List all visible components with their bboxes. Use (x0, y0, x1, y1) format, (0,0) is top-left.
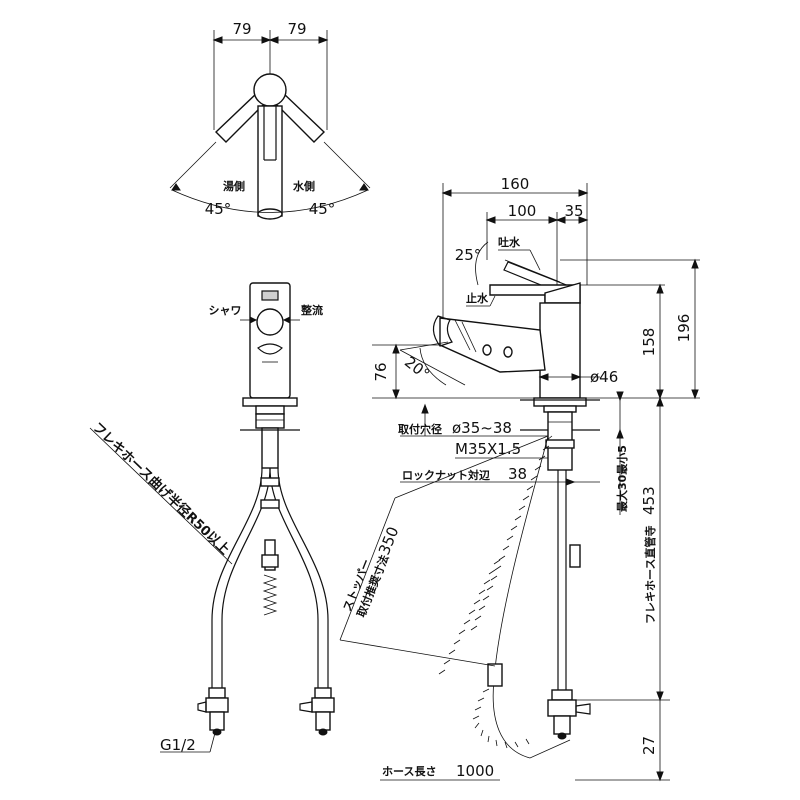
max-thickness: 最大30最小5 (615, 445, 629, 512)
side-view: 160 100 35 25° 吐水 止水 (339, 175, 700, 782)
front-view: シャワ 整流 フレキホース曲げ半径R50以上 (89, 282, 335, 754)
top-dim-left: 79 (232, 20, 251, 38)
hose-length-value: 1000 (456, 762, 494, 780)
flexible-hose-length-label: フレキホース直管寺 (643, 526, 657, 624)
angle-20: 20° (401, 353, 433, 384)
angle-left-label: 45° (205, 200, 232, 218)
locknut-value: 38 (508, 465, 527, 483)
dim-35: 35 (564, 202, 583, 220)
hot-side-label: 湯側 (223, 179, 245, 193)
locknut-label: ロックナット対辺 (402, 468, 490, 482)
hose-bend-label: フレキホース曲げ半径R50以上 (89, 419, 232, 558)
top-dim-right: 79 (287, 20, 306, 38)
stream-label: 整流 (300, 303, 323, 317)
dim-76: 76 (372, 362, 390, 381)
spout-water-label: 吐水 (498, 235, 521, 249)
dim-27: 27 (640, 736, 658, 755)
dim-158: 158 (640, 328, 658, 357)
hose-length-label: ホース長さ (382, 765, 436, 778)
cold-side-label: 水側 (293, 179, 315, 193)
shower-label: シャワ (209, 304, 242, 317)
mount-hole-label: 取付穴径 (398, 422, 442, 436)
dim-100: 100 (508, 202, 537, 220)
thread-label: G1/2 (160, 736, 196, 754)
top-view: 79 79 湯側 水側 45° 45° (169, 20, 371, 220)
thread-spec: M35X1.5 (455, 440, 521, 458)
mount-hole-value: ø35~38 (452, 419, 512, 437)
diameter-46: ø46 (590, 368, 618, 386)
flexible-hose-length-value: 453 (640, 486, 658, 515)
dim-160: 160 (501, 175, 530, 193)
stop-water-label: 止水 (466, 291, 489, 305)
angle-25: 25° (455, 246, 482, 264)
dim-196: 196 (675, 314, 693, 343)
stopper-value: 350 (375, 524, 402, 557)
angle-right-label: 45° (309, 200, 336, 218)
